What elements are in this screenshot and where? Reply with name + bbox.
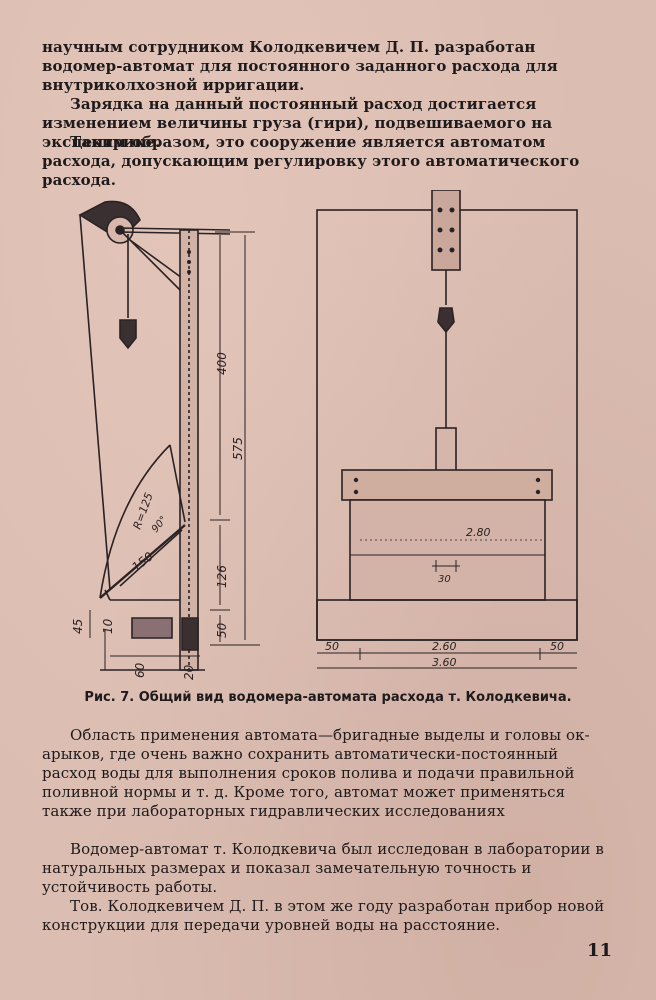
paragraph-1: научным сотрудником Колодкевичем Д. П. р… [42, 38, 558, 94]
weight-front [437, 307, 455, 334]
dim-60: 60 [133, 662, 147, 678]
weight-side [119, 319, 137, 350]
segment-quadrant [99, 444, 171, 599]
dim-30: 30 [438, 574, 451, 585]
figure-7-drawing: 400 575 126 50 45 10 60 20 R=125 90° 150… [71, 190, 578, 680]
sill-block [131, 617, 173, 639]
dim-360: 3.60 [432, 656, 457, 669]
dim-90: 90° [150, 514, 170, 535]
dim-50-left: 50 [325, 640, 339, 653]
paragraph-4: Область применения автомата—бригадные вы… [42, 726, 590, 820]
paragraph-5: Водомер-автомат т. Колодкевича был иссле… [42, 840, 604, 896]
dim-280: 2.80 [466, 526, 491, 539]
dim-400: 400 [215, 352, 229, 375]
dim-50: 50 [215, 622, 229, 638]
paragraph-2: Зарядка на данный постоянный расход дост… [42, 95, 553, 151]
dim-126: 126 [215, 565, 229, 588]
gate-plate [341, 469, 553, 501]
dim-20: 20 [182, 664, 196, 680]
dim-50-right: 50 [550, 640, 564, 653]
dim-10: 10 [101, 618, 115, 634]
gate-body [349, 499, 546, 601]
paragraph-6: Тов. Колодкевичем Д. П. в этом же году р… [42, 897, 605, 934]
paragraph-3: Таким образом, это сооружение является а… [42, 133, 580, 189]
top-bracket [431, 190, 461, 271]
base-block [316, 599, 578, 641]
dim-575: 575 [231, 437, 245, 460]
page-number: 11 [586, 940, 612, 961]
figure-caption: Рис. 7. Общий вид водомера-автомата расх… [84, 690, 572, 705]
dim-45: 45 [71, 619, 85, 634]
dim-260: 2.60 [432, 640, 457, 653]
